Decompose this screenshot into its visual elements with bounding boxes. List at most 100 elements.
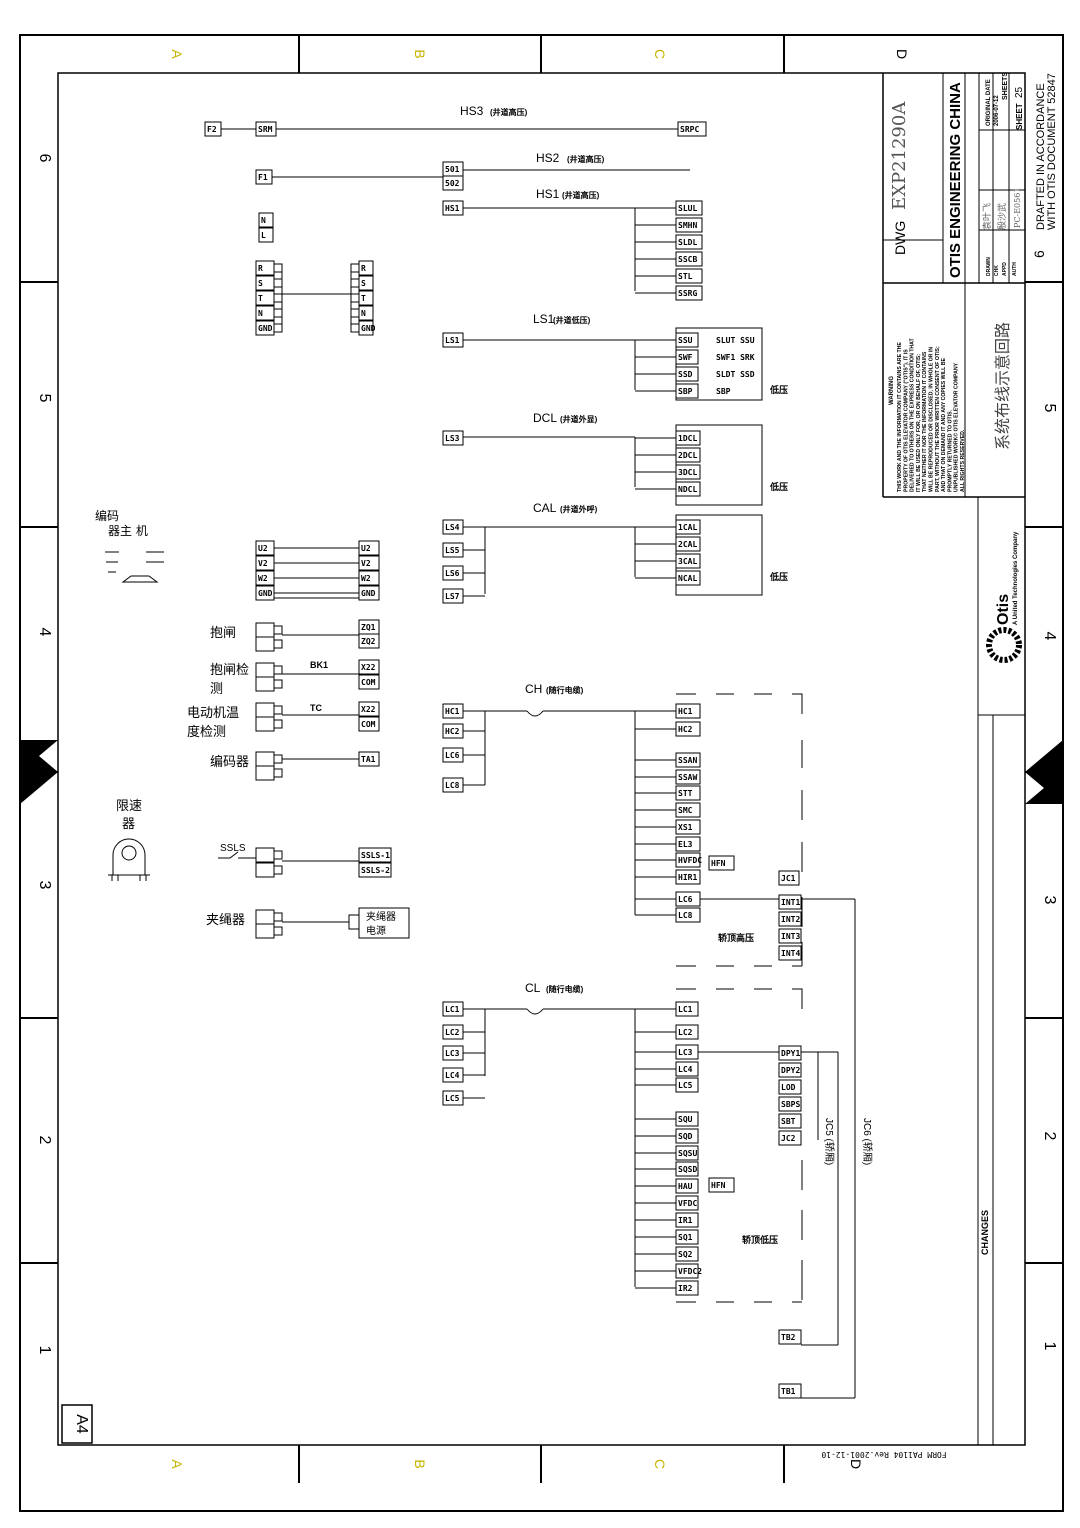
pin	[273, 263, 283, 273]
terminal-2dcl-box	[675, 447, 701, 463]
brake-detect-plug	[255, 662, 275, 678]
cable-break-icon	[526, 710, 544, 717]
terminal-com-label: COM	[361, 720, 376, 729]
terminal-ssu-box	[675, 332, 699, 348]
column-label-a: A	[169, 49, 185, 59]
auth-value: PC-E0561	[1013, 188, 1022, 228]
cable-ls1-note: (井道低压)	[553, 315, 591, 325]
warning-line: DELIVERED TO OTHERS ON THE EXPRESS CONDI…	[910, 337, 916, 492]
terminal-power-right-label: S	[361, 279, 366, 288]
terminal-hir1-box	[675, 869, 701, 885]
ls1-desc: SLDT SSD	[716, 370, 755, 379]
rope-gripper-plug	[255, 909, 275, 925]
terminal-power-left-label: S	[258, 279, 263, 288]
terminal-motor-left-label: U2	[258, 544, 268, 553]
terminal-int4-box	[778, 945, 802, 961]
terminal-power-right-box	[358, 305, 374, 321]
terminal-sbps-label: SBPS	[781, 1100, 800, 1109]
terminal-ndcl-label: NDCL	[678, 485, 697, 494]
sheet-number: 25	[1014, 86, 1025, 98]
motor-temp-plug	[255, 716, 275, 732]
terminal-1cal-box	[675, 519, 701, 535]
terminal-jc1-label: JC1	[781, 874, 796, 883]
terminal-lc1-box	[675, 1001, 699, 1017]
low-voltage-label: 低压	[769, 481, 788, 492]
rope-gripper-plug-pin	[273, 926, 283, 936]
terminal-slul-box	[675, 200, 703, 216]
row-label-1-right: 1	[1041, 1342, 1058, 1351]
motor-temp-label-1: 电动机温	[187, 706, 239, 721]
terminal-l-label: L	[261, 231, 266, 240]
drawing-title: 系统布线示意回路	[993, 322, 1012, 450]
pin	[350, 308, 360, 318]
terminal-dpy1-box	[778, 1045, 802, 1061]
terminal-lc4-label: LC4	[678, 1065, 693, 1074]
cable-hs2-note: (井道高压)	[567, 154, 605, 164]
terminal-hc2-box	[675, 721, 701, 737]
paper-size-label: A4	[73, 1414, 90, 1434]
terminal-motor-right-label: W2	[361, 574, 371, 583]
terminal-lc3-label: LC3	[678, 1048, 693, 1057]
terminal-501-label: 501	[445, 165, 460, 174]
terminal-ssaw-label: SSAW	[678, 773, 697, 782]
terminal-lc4-box	[675, 1061, 699, 1077]
inner-border	[57, 72, 1026, 1446]
terminal-502-box	[442, 175, 464, 191]
terminal-hfn-label: HFN	[711, 859, 726, 868]
terminal-ta1-label: TA1	[361, 755, 376, 764]
sheets-label: SHEETS	[1002, 72, 1009, 100]
gripper-power-box	[358, 907, 410, 939]
terminal-jc2-box	[778, 1130, 802, 1146]
ssls-plug-pin	[273, 850, 283, 860]
cable-break-icon	[526, 1008, 544, 1015]
terminal-lod-box	[778, 1079, 802, 1095]
terminal-srpc-label: SRPC	[680, 125, 699, 134]
terminal-hfn-box	[708, 1177, 735, 1193]
encoder-plug	[255, 765, 275, 781]
terminal-slul-label: SLUL	[678, 204, 697, 213]
terminal-int3-label: INT3	[781, 932, 800, 941]
terminal-sq1-box	[675, 1229, 699, 1245]
terminal-hfn-box	[708, 855, 735, 871]
terminal-ssd-box	[675, 366, 699, 382]
original-date: 2006-07-12	[994, 95, 1000, 126]
terminal-motor-right-label: V2	[361, 559, 371, 568]
terminal-lc5-label: LC5	[445, 1094, 460, 1103]
pin	[350, 263, 360, 273]
terminal-dpy1-label: DPY1	[781, 1049, 800, 1058]
low-voltage-label: 低压	[769, 571, 788, 582]
terminal-hc2-label: HC2	[678, 725, 693, 734]
terminal-stl-box	[675, 268, 703, 284]
terminal-motor-right-label: GND	[361, 589, 376, 598]
terminal-n-label: N	[261, 216, 266, 225]
terminal-zq1-label: ZQ1	[361, 623, 376, 632]
terminal-swf-label: SWF	[678, 353, 693, 362]
terminal-ir2-box	[675, 1280, 699, 1296]
appd-label: APPD	[1002, 262, 1008, 276]
terminal-tb1-label: TB1	[781, 1387, 796, 1396]
drafted-note-1: DRAFTED IN ACCORDANCE	[1035, 83, 1047, 230]
cable-jc6: JC6 (轿厢)	[861, 1118, 874, 1165]
terminal-tb2-box	[778, 1329, 802, 1345]
terminal-dpy2-box	[778, 1062, 802, 1078]
row-label-5: 5	[36, 394, 53, 403]
terminal-com-label: COM	[361, 678, 376, 687]
title-block	[882, 73, 1025, 1445]
column-label-c-bottom: C	[652, 1459, 668, 1469]
terminal-l-box	[258, 227, 274, 243]
terminal-sbp-box	[675, 383, 699, 399]
terminal-sqd-box	[675, 1128, 699, 1144]
column-label-b-bottom: B	[412, 1459, 428, 1468]
host-label-2: 器主 机	[108, 524, 148, 538]
terminal-lc3-label: LC3	[445, 1049, 460, 1058]
terminal-power-left-label: T	[258, 294, 263, 303]
terminal-sscb-box	[675, 251, 703, 267]
terminal-ssd-label: SSD	[678, 370, 693, 379]
cable-cl-note: (随行电缆)	[546, 984, 584, 994]
terminal-power-left-label: N	[258, 309, 263, 318]
terminal-ls7-label: LS7	[445, 592, 460, 601]
ssls-plug	[255, 847, 275, 863]
cable-hs3: HS3	[460, 104, 484, 118]
cable-hs2: HS2	[536, 151, 560, 165]
brake-plug	[255, 622, 275, 638]
